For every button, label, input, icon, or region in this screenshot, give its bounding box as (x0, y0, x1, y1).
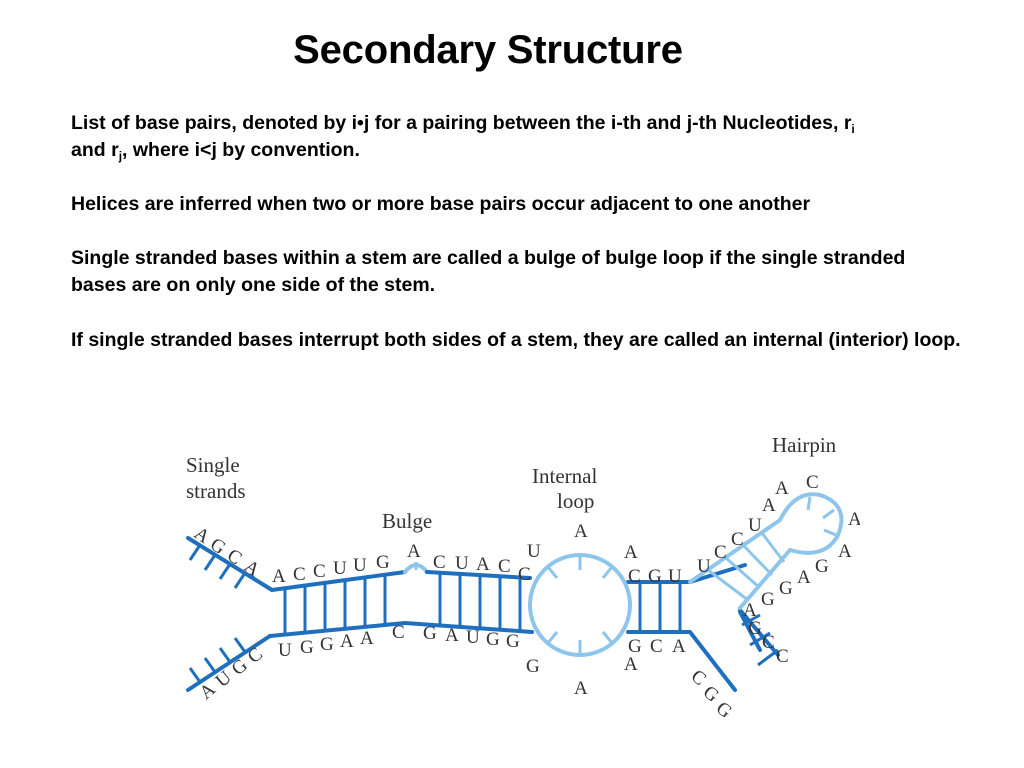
nt-bottom-stem1-0: U (278, 640, 292, 661)
para1-text-a: List of base pairs, denoted by i•j for a… (71, 112, 852, 134)
bottom-strand-stem1 (268, 621, 407, 638)
top-strand-stem1 (270, 570, 407, 592)
nt-top-stem1-2: C (313, 561, 326, 582)
label-single-strands-2: strands (186, 479, 246, 503)
nt-top-stem2-1: U (455, 553, 469, 574)
nt-top-stem1-4: U (353, 555, 367, 576)
nt-top-stem2-3: C (498, 556, 511, 577)
nt-top-bulge: A (407, 541, 421, 562)
page-title: Secondary Structure (293, 28, 683, 72)
nt-bottom-stem2-3: G (486, 629, 500, 650)
subscript-j: j (118, 149, 123, 163)
nt-stem4-return-4: A (743, 600, 757, 621)
nt-hairpin-1: C (806, 472, 819, 493)
para1-text-c: , where i<j by convention. (122, 139, 360, 161)
nt-stem4-4: A (762, 495, 776, 516)
nt-stem5-1: C (762, 632, 775, 653)
nt-hairpin-0: A (775, 478, 789, 499)
nt-top-stem3-2: U (668, 566, 682, 587)
label-internal-loop-1: Internal (532, 464, 597, 488)
nt-bottom-loop-2: A (624, 654, 638, 675)
label-hairpin: Hairpin (772, 433, 837, 457)
paragraph-internal-loop: If single stranded bases interrupt both … (71, 329, 961, 351)
nt-bottom-stem2-0: G (423, 623, 437, 644)
nt-top-single-2: C (223, 545, 245, 569)
nt-top-stem2-4: C (518, 564, 531, 585)
label-internal-loop-2: loop (557, 489, 594, 513)
nt-stem5-2: C (776, 646, 789, 667)
nt-bottom-stem2-4: G (506, 631, 520, 652)
nt-stem4-3: U (748, 515, 762, 536)
nt-bottom-stem3-1: C (650, 636, 663, 657)
nt-bottom-stem3-0: G (628, 636, 642, 657)
nt-top-loop-2: A (624, 542, 638, 563)
paragraph-bulge: Single stranded bases within a stem are … (71, 247, 906, 296)
nt-bottom-stem5-2: G (712, 698, 736, 723)
nt-top-loop-1: A (574, 521, 588, 542)
nt-bottom-stem1-2: G (320, 634, 334, 655)
nt-top-single-1: G (206, 534, 230, 559)
nt-stem4-return-0: G (815, 556, 829, 577)
nt-bottom-loop-0: G (526, 656, 540, 677)
paragraph-helices: Helices are inferred when two or more ba… (71, 193, 811, 215)
nt-stem4-return-2: G (779, 578, 793, 599)
nt-bottom-stem1-3: A (340, 631, 354, 652)
para1-text-b: and r (71, 139, 119, 161)
nt-bottom-stem5-1: G (699, 682, 723, 707)
paragraph-base-pairs: List of base pairs, denoted by i•j for a… (71, 110, 1001, 164)
nt-top-stem1-3: U (333, 558, 347, 579)
region-labels: Single strands Bulge Internal loop Hairp… (186, 433, 837, 533)
nt-bottom-single-3: C (244, 644, 267, 668)
nt-stem4-0: U (697, 556, 711, 577)
base-pair-rungs (188, 496, 837, 683)
nt-top-stem2-2: A (476, 554, 490, 575)
nucleotides: A G C A A C C U U G A C U A C C U A A C … (190, 472, 860, 723)
nt-stem5-0: G (748, 618, 762, 639)
bottom-strand-stem3 (626, 630, 737, 692)
nt-top-stem3-1: G (648, 566, 662, 587)
label-single-strands-1: Single (186, 453, 240, 477)
stem4-strand-outer (688, 518, 782, 584)
nt-hairpin-3: A (838, 541, 852, 562)
rna-secondary-structure-diagram: Single strands Bulge Internal loop Hairp… (186, 433, 860, 723)
nt-top-stem2-0: C (433, 552, 446, 573)
nt-bottom-stem1-1: G (300, 637, 314, 658)
top-strand-stem3 (626, 563, 747, 584)
nt-top-stem1-1: C (293, 564, 306, 585)
nt-top-stem1-0: A (272, 566, 286, 587)
nt-stem4-1: C (714, 542, 727, 563)
nt-bottom-stem3-2: A (672, 636, 686, 657)
hairpin-loop (778, 492, 844, 555)
nt-hairpin-2: A (848, 509, 860, 530)
subscript-i: i (851, 122, 855, 136)
nt-top-stem3-0: C (628, 566, 641, 587)
nt-top-loop-0: U (527, 541, 541, 562)
nt-stem4-return-3: G (761, 589, 775, 610)
nt-top-stem1-5: G (376, 552, 390, 573)
nt-bottom-loop-1: A (574, 678, 588, 699)
stem5-strand-left (738, 610, 762, 652)
bottom-strand-stem2 (403, 621, 534, 634)
nt-stem4-2: C (731, 529, 744, 550)
nt-bottom-stem1-4: A (360, 628, 374, 649)
label-bulge: Bulge (382, 509, 432, 533)
nt-bottom-stem5-0: C (687, 666, 710, 690)
nt-stem4-return-1: A (797, 567, 811, 588)
nt-bottom-stem1-5: C (392, 622, 405, 643)
top-strand-stem5-return (738, 608, 780, 657)
nt-bottom-stem2-1: A (445, 625, 459, 646)
bottom-strand-single (186, 634, 272, 692)
nt-bottom-stem2-2: U (466, 627, 480, 648)
